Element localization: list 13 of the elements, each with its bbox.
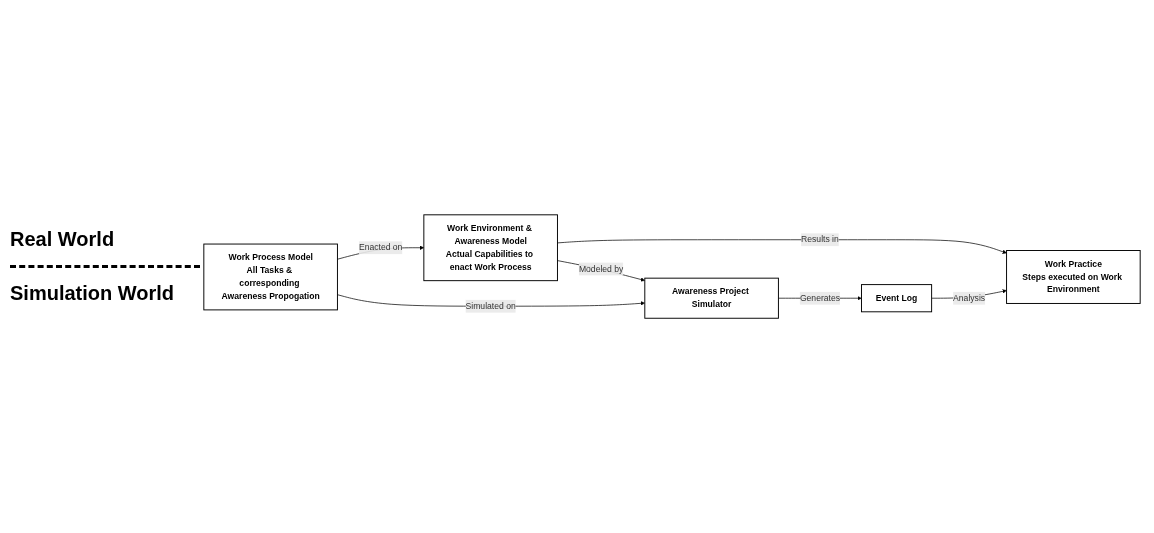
node-box: Awareness Project Simulator bbox=[644, 277, 779, 319]
edge-label: Results in bbox=[801, 234, 839, 245]
node-box: Work Process Model All Tasks & corresponding Awareness Propogation bbox=[203, 243, 338, 311]
node-box: Work Practice Steps executed on Work Environment bbox=[1006, 249, 1141, 304]
edge-label: Generates bbox=[799, 293, 840, 303]
region-label: Simulation World bbox=[10, 282, 176, 305]
node-box: Work Environment & Awareness Model Actual Capabilities to enact Work Process bbox=[423, 214, 558, 282]
edge-label: Enacted on bbox=[358, 242, 403, 253]
edge-label: Simulated on bbox=[465, 301, 516, 311]
node-box: Event Log bbox=[861, 284, 933, 313]
edge-label: Modeled by bbox=[578, 263, 624, 274]
region-label: Real World bbox=[10, 228, 116, 251]
edge-label: Analysis bbox=[953, 293, 986, 303]
